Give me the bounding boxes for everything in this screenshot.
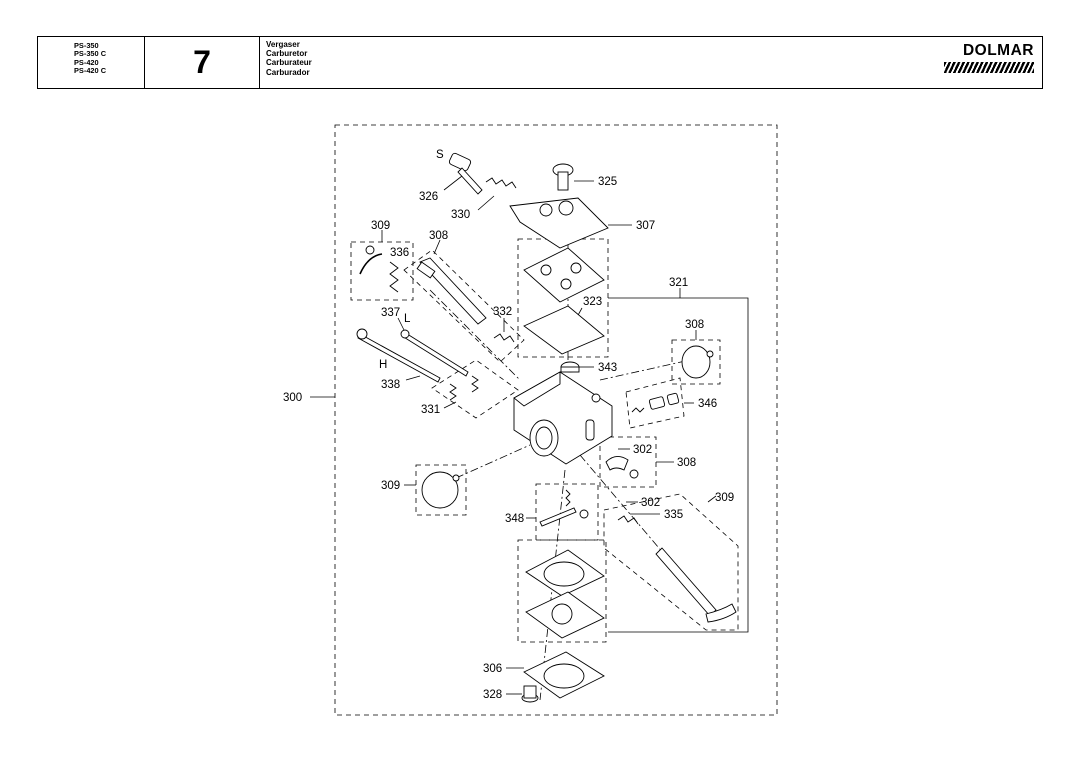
model-name: PS-420 [74,57,99,67]
part-number-332: 332 [493,306,512,318]
screw-328 [521,685,539,703]
gasket-321 [523,247,605,303]
spring-335 [617,515,639,525]
part-number-306: 306 [483,663,502,675]
brand-logo: DOLMAR [944,43,1034,73]
leader-308a [433,239,441,255]
brand-stripes [944,62,1034,73]
leader-330 [477,195,495,211]
part-number-338: 338 [381,379,400,391]
needle-337 [400,329,469,377]
part-number-321: 321 [669,277,688,289]
label-H: H [379,359,387,371]
group-308-disc-box [671,339,721,385]
throttle-shaft-308 [416,257,487,325]
metering-cover-306 [523,651,605,699]
choke-shaft-309 [655,547,737,623]
group-309-plate-box [415,464,467,516]
leader-331 [443,401,457,409]
axis-line [455,444,531,479]
fuel-fitting-346 [631,392,680,413]
section-number: 7 [145,37,260,88]
part-number-308: 308 [429,230,448,242]
part-number-331: 331 [421,404,440,416]
section-title: Carburateur [266,58,312,68]
title-block: PS-350 PS-350 C PS-420 PS-420 C 7 Vergas… [37,36,1043,89]
model-name: PS-350 C [74,49,107,59]
spring-332 [493,333,515,343]
part-number-309: 309 [381,480,400,492]
screw-325 [552,163,574,191]
choke-plate-309 [421,471,460,509]
throttle-disc-308 [681,345,714,379]
model-name: PS-420 C [74,66,107,76]
label-L: L [404,313,411,325]
spring-331 [471,375,479,393]
label-S: S [436,149,444,161]
part-number-343: 343 [598,362,617,374]
axis-line [599,359,691,381]
part-number-323: 323 [583,296,602,308]
bracket-321 [608,297,749,633]
brand-name: DOLMAR [962,42,1034,59]
part-number-337: 337 [381,307,400,319]
metering-gasket [525,549,605,597]
model-list: PS-350 PS-350 C PS-420 PS-420 C [38,37,145,88]
spring-330 [485,177,517,189]
part-number-326: 326 [419,191,438,203]
leader-337 [397,317,405,331]
idle-screw-326 [448,152,483,195]
group-346-box [625,377,685,429]
metering-diaphragm [525,591,605,639]
part-number-346: 346 [698,398,717,410]
part-number-302: 302 [633,444,652,456]
lever-spring-336 [359,245,399,293]
part-number-325: 325 [598,176,617,188]
part-number-302: 302 [641,497,660,509]
section-title: Vergaser [266,40,300,49]
part-number-336: 336 [390,247,409,259]
group-331-needle-box [431,359,519,419]
diaphragm-323 [523,305,605,355]
part-number-308: 308 [685,319,704,331]
part-number-328: 328 [483,689,502,701]
leader-326 [443,175,463,191]
axis-line [429,289,521,381]
part-number-307: 307 [636,220,655,232]
group-diaphragm-box [517,539,607,643]
leader-309c [707,495,717,503]
section-title: Carburador [266,67,310,77]
pump-cover-307 [509,197,609,249]
group-308-shaft-box [403,249,525,363]
lever-302 [605,456,639,479]
part-number-309: 309 [715,492,734,504]
part-number-300: 300 [283,392,302,404]
leader-338 [405,375,421,381]
part-number-308: 308 [677,457,696,469]
section-titles: Vergaser Carburetor Carburateur Carburad… [260,37,560,88]
part-number-330: 330 [451,209,470,221]
part-number-309: 309 [371,220,390,232]
spring-331 [449,383,457,401]
part-number-348: 348 [505,513,524,525]
needle-338 [356,328,441,383]
carburetor-body [513,371,613,465]
model-name: PS-350 [74,41,99,50]
section-title: Carburetor [266,49,308,59]
part-number-335: 335 [664,509,683,521]
assembly-frame [334,124,778,716]
inlet-lever-348 [539,489,589,527]
filter-screen-343 [560,361,580,373]
